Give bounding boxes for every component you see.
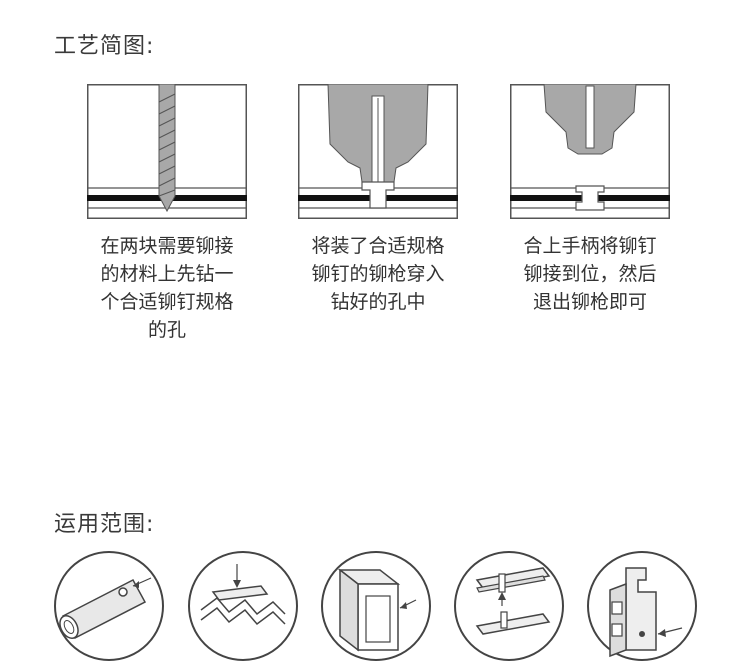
step-1-diagram bbox=[87, 84, 247, 219]
sheet-rivet-icon bbox=[188, 551, 298, 661]
application-channel-profile bbox=[586, 550, 698, 662]
application-corrugated-sheet bbox=[187, 550, 299, 662]
drill-bit-icon bbox=[87, 84, 247, 219]
rivet-gun-icon bbox=[298, 84, 458, 219]
step-2-caption-line: 钻好的孔中 bbox=[330, 291, 426, 313]
application-boards bbox=[453, 550, 565, 662]
applications-title: 运用范围: bbox=[54, 512, 155, 537]
step-1-caption-line: 在两块需要铆接 bbox=[100, 235, 234, 257]
step-1-caption-line: 的孔 bbox=[147, 319, 186, 341]
step-3-caption: 合上手柄将铆钉 铆接到位，然后 退出铆枪即可 bbox=[495, 232, 685, 316]
step-3-caption-line: 合上手柄将铆钉 bbox=[523, 235, 657, 257]
step-1-caption-line: 的材料上先钻一 bbox=[100, 263, 234, 285]
channel-rivet-icon bbox=[587, 551, 697, 661]
step-2-caption-line: 将装了合适规格 bbox=[311, 235, 445, 257]
step-3-diagram bbox=[510, 84, 670, 219]
pipe-rivet-icon bbox=[54, 551, 164, 661]
step-3-caption-line: 铆接到位，然后 bbox=[523, 263, 657, 285]
boards-rivet-icon bbox=[454, 551, 564, 661]
step-1-caption: 在两块需要铆接 的材料上先钻一 个合适铆钉规格 的孔 bbox=[72, 232, 262, 344]
application-box-profile bbox=[320, 550, 432, 662]
set-rivet-icon bbox=[510, 84, 670, 219]
step-2-caption: 将装了合适规格 铆钉的铆枪穿入 钻好的孔中 bbox=[283, 232, 473, 316]
step-1-caption-line: 个合适铆钉规格 bbox=[100, 291, 234, 313]
application-pipe bbox=[53, 550, 165, 662]
process-diagram-title: 工艺简图: bbox=[54, 34, 155, 59]
step-2-caption-line: 铆钉的铆枪穿入 bbox=[311, 263, 445, 285]
step-3-caption-line: 退出铆枪即可 bbox=[532, 291, 647, 313]
step-2-diagram bbox=[298, 84, 458, 219]
profile-rivet-icon bbox=[321, 551, 431, 661]
